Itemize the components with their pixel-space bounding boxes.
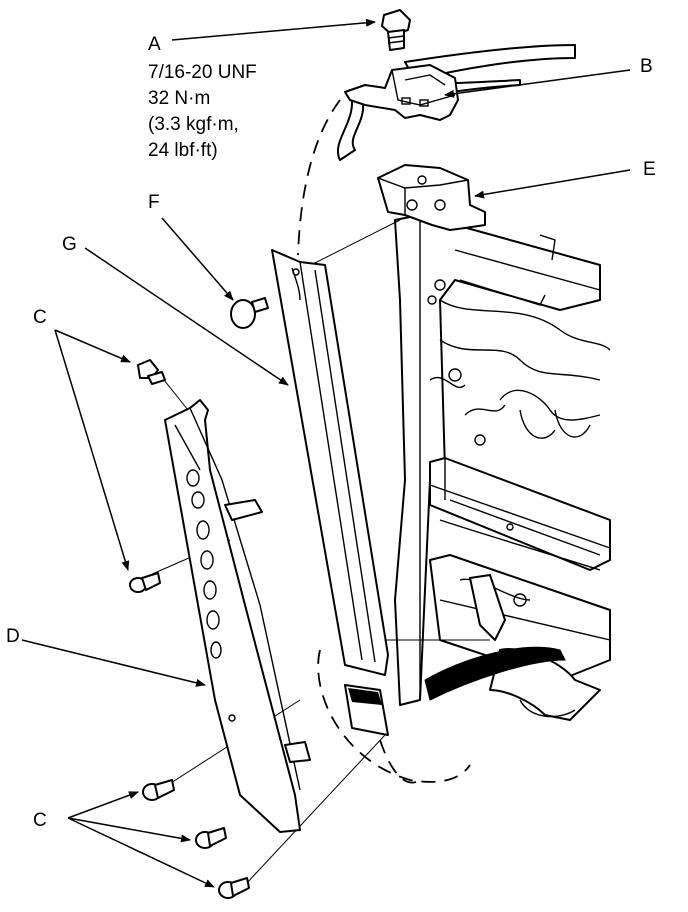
routing-dash-lower <box>317 649 471 783</box>
label-a: A <box>148 34 161 55</box>
frame-structure <box>337 44 611 721</box>
routing-dash-upper <box>297 99 341 256</box>
label-c-top: C <box>33 307 47 328</box>
leader-f <box>161 217 234 301</box>
label-b: B <box>640 56 653 77</box>
screw-c-1 <box>137 359 166 385</box>
screw-c-4 <box>195 827 227 849</box>
leader-g <box>84 247 289 386</box>
leader-d <box>21 639 206 687</box>
screw-c-2 <box>129 572 161 593</box>
label-f: F <box>148 192 160 213</box>
leader-c-top-2 <box>54 329 130 571</box>
screw-c-5 <box>218 877 250 899</box>
label-c-bottom: C <box>33 810 47 831</box>
leader-b <box>444 69 631 98</box>
spec-a-thread: 7/16-20 UNF <box>148 62 257 83</box>
align-line-bottom <box>244 734 386 886</box>
air-guide-g <box>271 249 389 736</box>
leader-c-bot-1 <box>67 791 139 819</box>
label-e: E <box>643 159 656 180</box>
air-guide-d <box>164 399 311 833</box>
label-d: D <box>6 626 20 647</box>
spec-a-torque-lbfft: 24 lbf·ft) <box>148 140 218 161</box>
bracket-b <box>344 64 459 121</box>
spec-a-torque-nm: 32 N·m <box>148 88 210 109</box>
leader-c-top-1 <box>54 329 131 363</box>
leader-a <box>171 18 376 41</box>
routing-dash-bottom <box>379 739 421 784</box>
bracket-e <box>377 164 486 231</box>
clip-f <box>230 297 269 329</box>
screw-c-3 <box>142 779 175 801</box>
leader-e <box>474 169 631 199</box>
spec-a-torque-kgfm: (3.3 kgf·m, <box>148 114 239 135</box>
label-g: G <box>62 234 77 255</box>
align-line-e <box>304 219 401 269</box>
bolt-a <box>381 9 411 51</box>
leader-c-bot-3 <box>67 817 215 888</box>
leader-c-bot-2 <box>67 817 191 843</box>
